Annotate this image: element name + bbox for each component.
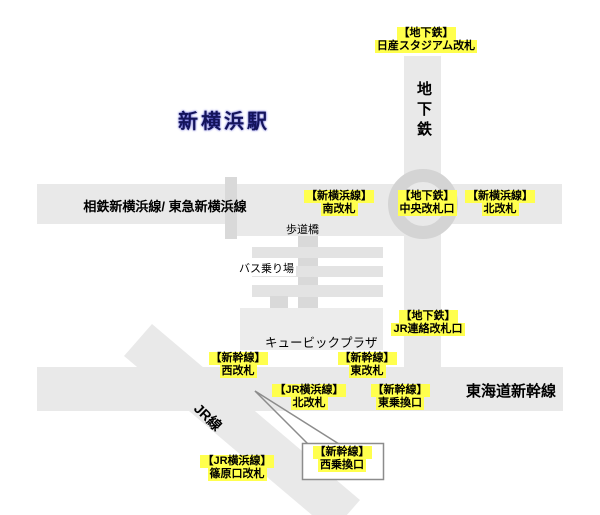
callout-box [301, 442, 385, 481]
gate-line-name: 【新幹線】 [337, 352, 397, 365]
gate-line-name: 【新幹線】 [312, 446, 372, 459]
station-title: 新横浜駅 [178, 111, 270, 133]
gate-label-shinkansen-west-transfer: 【新幹線】 西乗換口 [277, 446, 407, 472]
cubic-plaza-block [240, 308, 383, 350]
gate-line-name: 【地下鉄】 [396, 27, 456, 40]
bus-deck-bar [252, 285, 383, 297]
bus-deck-bar [252, 266, 383, 277]
gate-label-jr-yokohama-shinohara: 【JR横浜線】 篠原口改札 [172, 455, 302, 481]
jr-diagonal-band [124, 324, 360, 515]
gate-name: 西乗換口 [318, 459, 366, 472]
gate-name: 篠原口改札 [207, 468, 267, 481]
gate-label-subway-nissan-stadium: 【地下鉄】 日産スタジアム改札 [361, 27, 491, 53]
gate-name: 日産スタジアム改札 [374, 40, 478, 53]
gate-line-name: 【新幹線】 [208, 352, 268, 365]
bus-deck-bar [252, 247, 383, 258]
sotetsu-tokyu-band [37, 184, 562, 224]
gate-line-name: 【JR横浜線】 [200, 455, 274, 468]
shinkansen-band [37, 367, 563, 411]
connector-stub [270, 296, 288, 308]
connector-strip-left [225, 177, 237, 239]
pedestrian-bridge-strip [225, 222, 441, 236]
subway-band [404, 56, 441, 367]
